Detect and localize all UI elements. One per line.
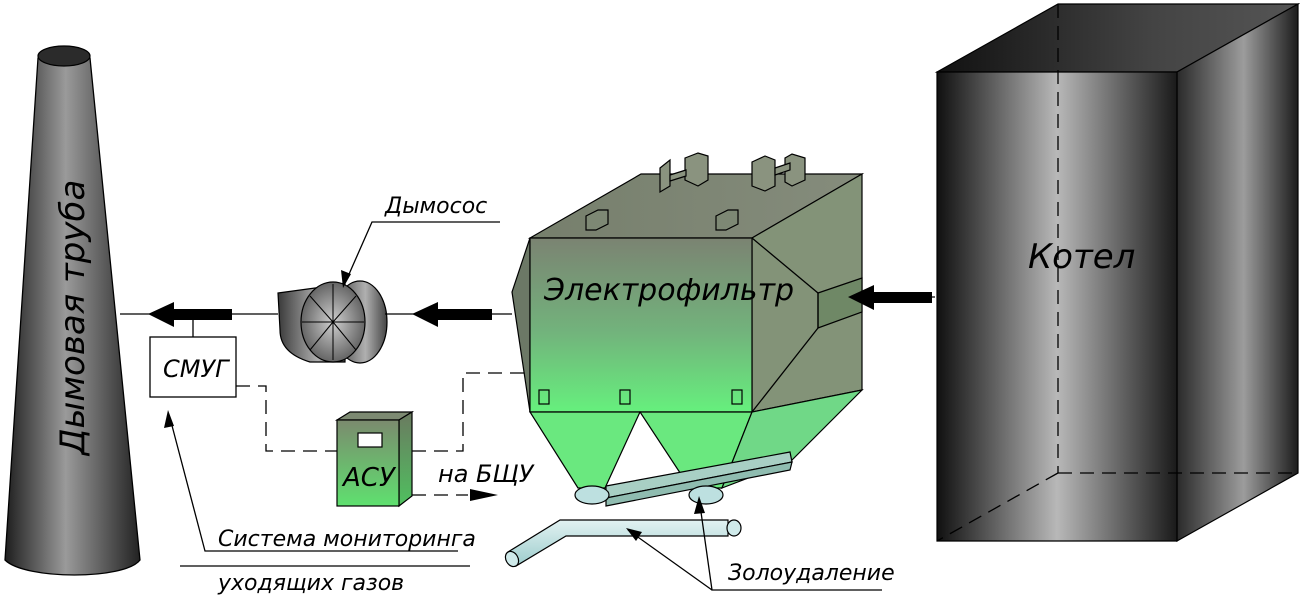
signal-lines: на БЩУ [236,372,535,501]
asu-label: АСУ [341,463,397,493]
callouts: Дымосос Система мониторинга уходящих газ… [164,194,895,596]
fan-label: Дымосос [384,194,487,219]
chimney-label: Дымовая труба [53,180,93,457]
chimney: Дымовая труба [4,45,141,576]
monitoring-label-line2: уходящих газов [217,571,404,596]
monitoring-label-line1: Система мониторинга [218,527,476,552]
precipitator-label: Электрофильтр [543,273,794,308]
roof-insulators [659,152,806,194]
flow-arrow-precipitator [412,302,492,327]
flow-arrow-fan [148,302,232,327]
boiler-label: Котел [1028,237,1135,277]
asu-cabinet: АСУ [334,410,415,508]
smug-unit: СМУГ [149,314,237,398]
precipitator: Электрофильтр [511,152,865,507]
bshu-label: на БЩУ [438,460,535,488]
smoke-exhauster [277,280,388,364]
ash-removal-label: Золоудаление [728,561,895,586]
smug-label: СМУГ [163,355,230,383]
gas-flow [120,285,935,327]
boiler: Котел [934,2,1300,543]
flow-arrow-boiler [848,285,932,310]
ash-removal-pipe [504,519,742,568]
